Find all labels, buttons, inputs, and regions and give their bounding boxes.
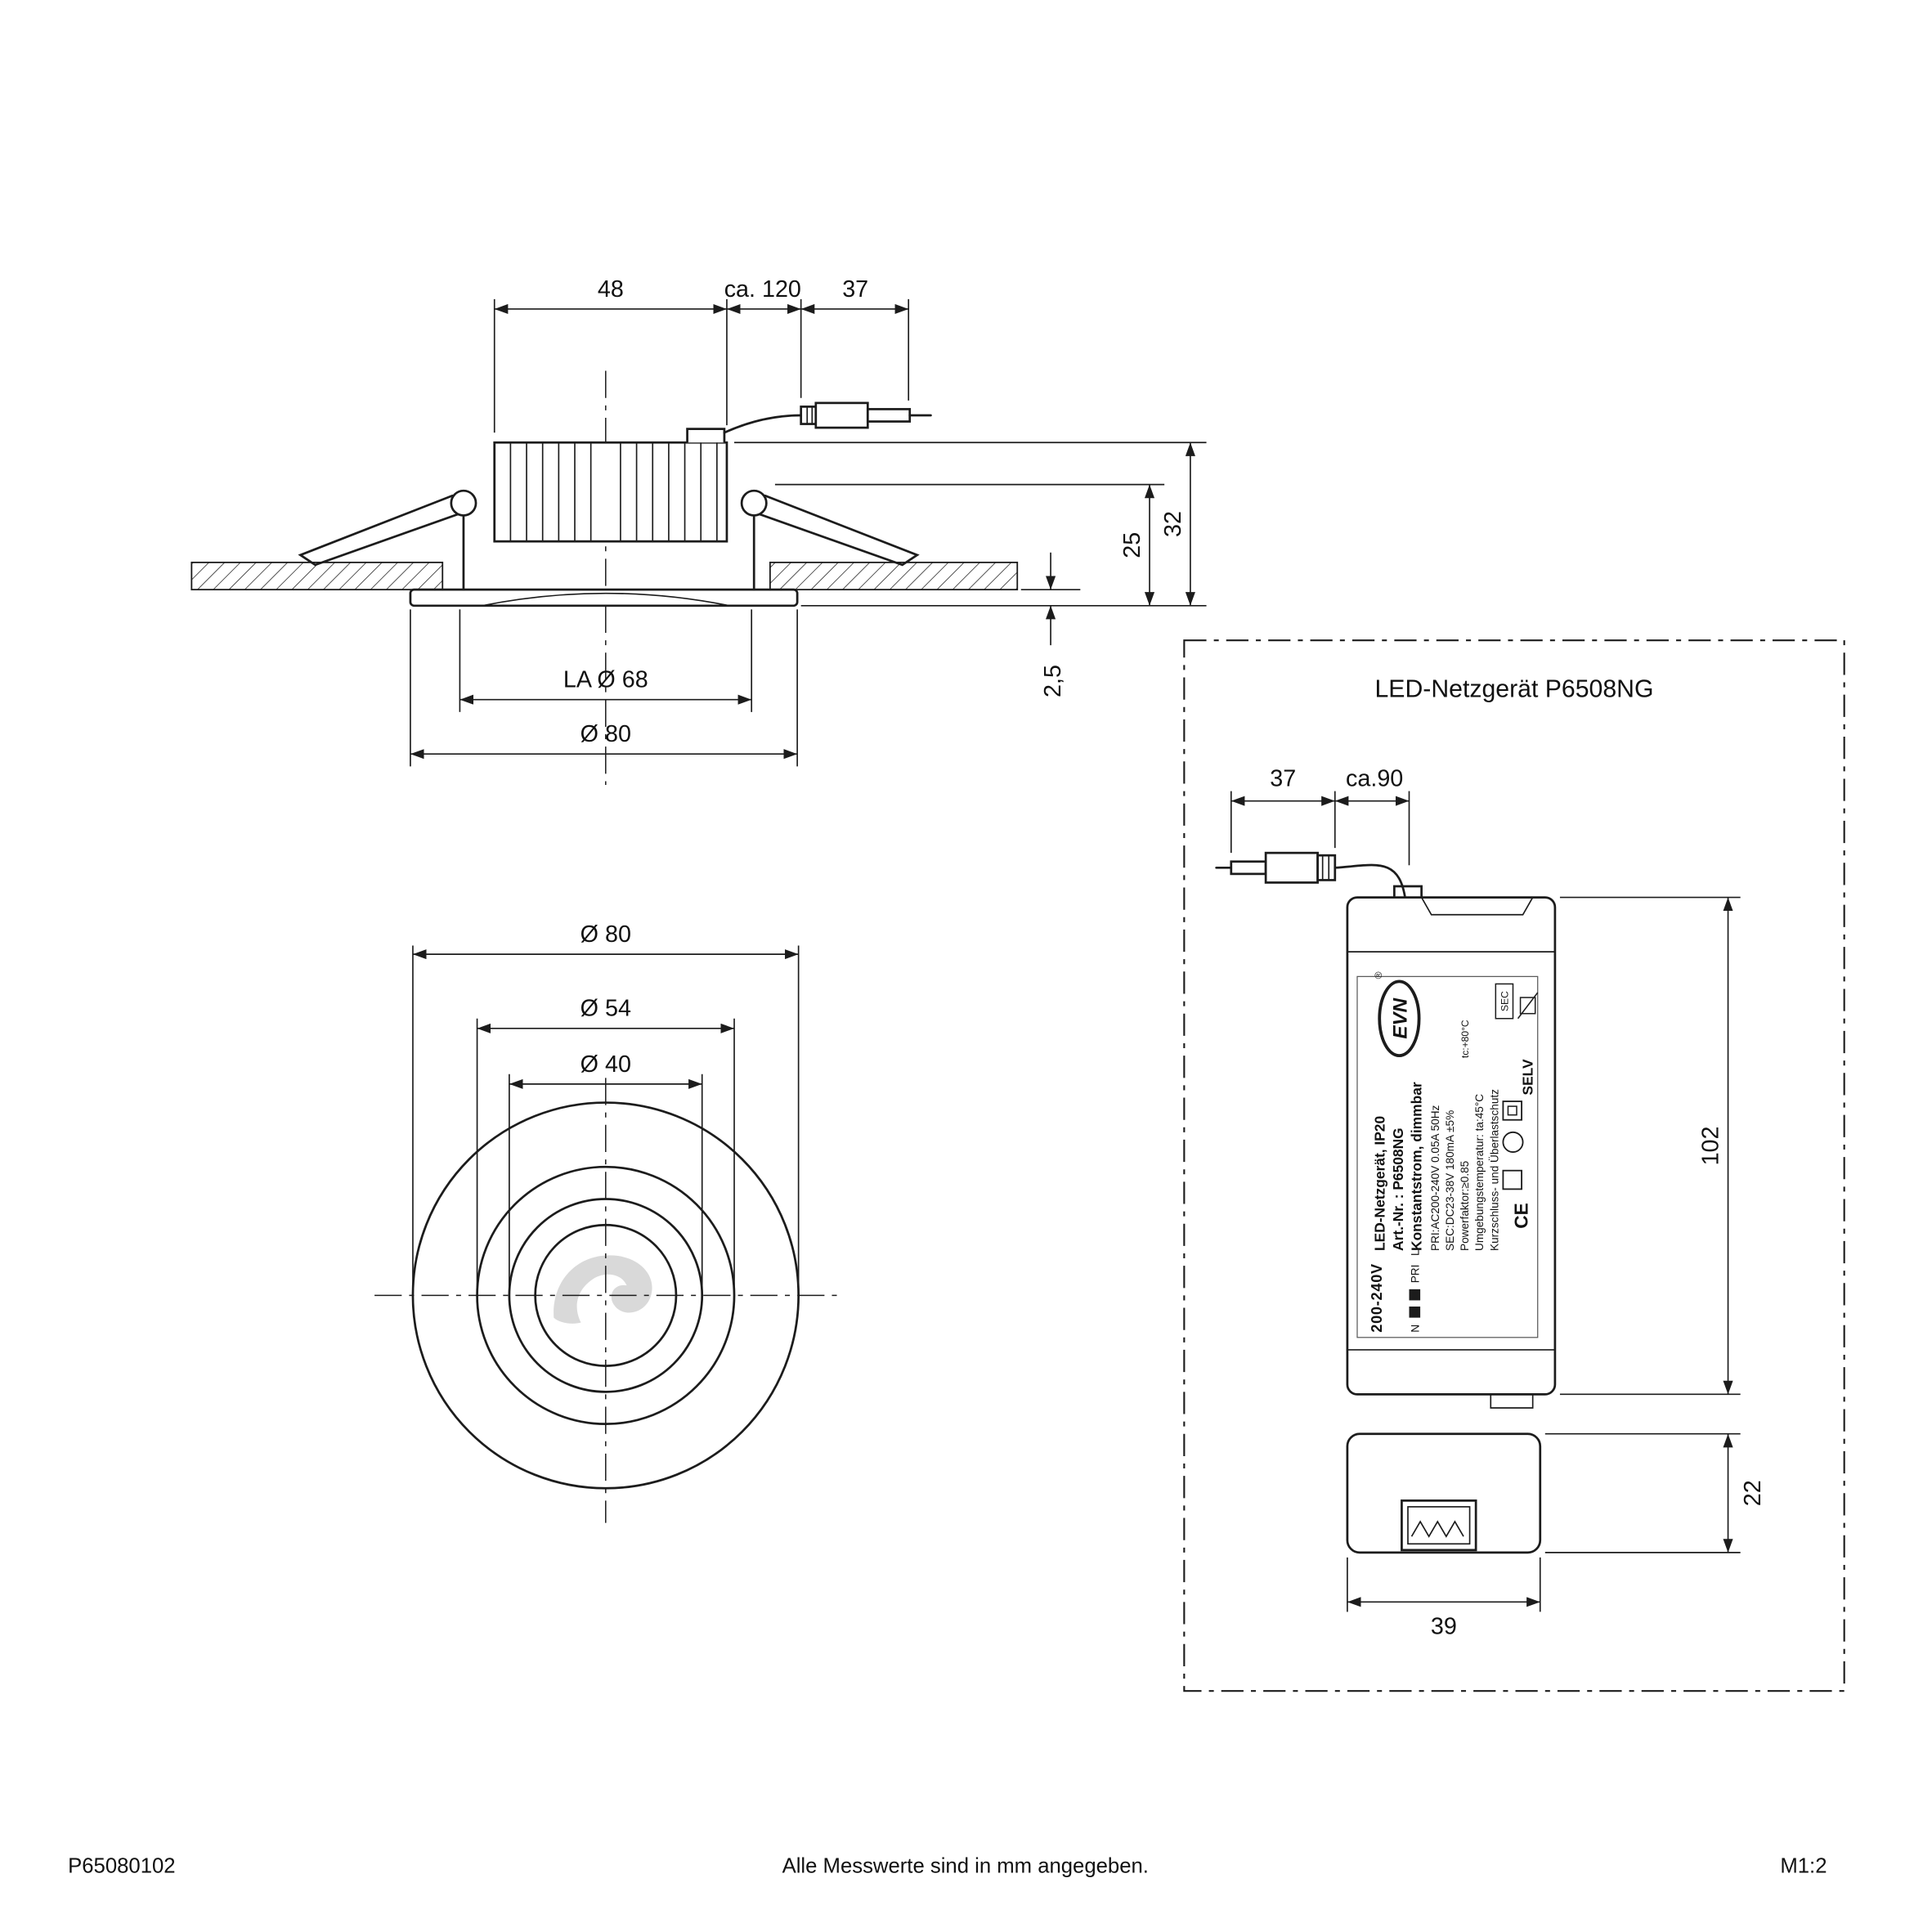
trim-flange: [409, 588, 799, 607]
heatsink-fins: [509, 442, 718, 542]
side-view-dims-right: 25 32 2,5: [734, 442, 1207, 697]
top-tab: [1420, 897, 1534, 916]
dim-outer-diameter: Ø 80: [580, 721, 631, 747]
terminal-n: N: [1410, 1325, 1422, 1333]
dim-recess-depth: 25: [1119, 532, 1145, 558]
label-voltage: 200-240V: [1369, 1263, 1385, 1333]
registered-mark: ®: [1373, 971, 1384, 979]
spring-pivot-right: [740, 489, 768, 517]
class2-inner-icon: [1507, 1105, 1517, 1116]
dim-front-outer: Ø 80: [580, 921, 631, 948]
terminal-pri: PRI: [1410, 1265, 1422, 1284]
front-view-dims: Ø 80 Ø 54 Ø 40: [412, 921, 800, 1289]
drawing-scale: M1:2: [1780, 1854, 1827, 1877]
dim-front-inner: Ø 40: [580, 1051, 631, 1078]
terminal-block: [1401, 1499, 1477, 1552]
ce-mark: CE: [1511, 1203, 1532, 1228]
units-note: Alle Messwerte sind in mm angegeben.: [782, 1854, 1149, 1877]
terminal-zigzag: [1410, 1520, 1464, 1538]
label-line4: PRI:AC200-240V 0.05A 50Hz: [1429, 1105, 1441, 1251]
side-view-dims-top: 48 ca. 120 37: [493, 276, 910, 433]
footer: P65080102 Alle Messwerte sind in mm ange…: [68, 1854, 1827, 1877]
dim-psu-depth: 22: [1740, 1480, 1766, 1506]
plug-tip: [866, 408, 912, 423]
mounting-springs: [298, 489, 920, 591]
approval-square-icon: [1502, 1169, 1522, 1190]
doc-number: P65080102: [68, 1854, 175, 1877]
psu-body-side: [1346, 1432, 1542, 1554]
plug-barrel: [1264, 851, 1319, 884]
weee-bin-icon: [1517, 992, 1539, 1020]
evn-logo: [1378, 979, 1421, 1057]
terminal-square-icon: [1409, 1307, 1421, 1318]
sec-label: SEC: [1499, 991, 1510, 1011]
dim-cable-length: ca. 120: [724, 276, 801, 303]
dim-body-width: 48: [598, 276, 624, 303]
dim-flange-height: 2,5: [1040, 665, 1066, 697]
cable-gland: [1392, 885, 1423, 899]
class2-icon: [1502, 1100, 1522, 1121]
sec-box: [1495, 983, 1514, 1020]
psu-title: LED-Netzgerät P6508NG: [1375, 676, 1654, 703]
dim-total-height: 32: [1160, 511, 1186, 537]
selv-mark: SELV: [1520, 1059, 1536, 1096]
psu-panel-border: [1183, 639, 1845, 1692]
psu-dim-depth: 22: [1544, 1432, 1766, 1553]
terminal-l: L: [1410, 1249, 1422, 1256]
heatsink: [493, 428, 728, 543]
dim-psu-plug: 37: [1270, 766, 1296, 792]
evn-watermark: [554, 1255, 652, 1324]
plug-crimp: [1316, 854, 1337, 881]
psu-label: LED-Netzgerät, IP20 Art.-Nr. : P6508NG K…: [1369, 971, 1539, 1333]
label-line3: Konstantstrom, dimmbar: [1409, 1082, 1425, 1251]
label-line1: LED-Netzgerät, IP20: [1371, 1116, 1387, 1251]
label-line6: Powerfaktor:≥0.85: [1459, 1161, 1471, 1251]
plug-barrel: [814, 401, 869, 429]
label-line2: Art.-Nr. : P6508NG: [1390, 1127, 1406, 1251]
dim-front-middle: Ø 54: [580, 996, 631, 1022]
dim-psu-length: 102: [1697, 1127, 1724, 1166]
dim-psu-cable: ca.90: [1346, 766, 1403, 792]
bottom-tab: [1490, 1394, 1534, 1409]
luminaire-front-view: Ø 80 Ø 54 Ø 40: [374, 921, 837, 1523]
label-tc: tc:+80°C: [1459, 1020, 1471, 1058]
terminal-square-icon: [1409, 1289, 1421, 1301]
psu-dim-width: 39: [1347, 1557, 1541, 1640]
cable-boss: [686, 428, 726, 443]
label-line5: SEC:DC23-38V 180mA ±5%: [1444, 1110, 1456, 1251]
psu-dims-top: 37 ca.90: [1230, 766, 1410, 866]
dim-plug-length: 37: [842, 276, 868, 303]
evn-logo-text: EVN: [1389, 997, 1411, 1038]
side-view-dims-bottom: LA Ø 68 Ø 80: [410, 609, 798, 767]
dim-psu-width: 39: [1431, 1614, 1457, 1640]
label-line8: Kurzschluss- und Überlastschutz: [1488, 1089, 1500, 1251]
psu-body-front: LED-Netzgerät, IP20 Art.-Nr. : P6508NG K…: [1346, 885, 1557, 1409]
psu-dim-length: 102: [1559, 896, 1741, 1396]
label-line7: Umgebungstemperatur: ta:45°C: [1473, 1094, 1486, 1251]
dim-cutout: LA Ø 68: [563, 667, 648, 693]
plug-tip: [1230, 860, 1267, 876]
ceiling-section: [191, 561, 1019, 591]
plug-crimp: [800, 406, 818, 425]
luminaire-side-view: 48 ca. 120 37 25 32 2,5 LA Ø 68 Ø 80: [191, 276, 1207, 786]
cable-and-plug: [723, 401, 932, 434]
spring-pivot-left: [450, 489, 477, 517]
psu-panel: LED-Netzgerät P6508NG 37 ca.90: [1183, 639, 1845, 1692]
psu-plug: [1215, 851, 1407, 901]
approval-circle-icon: [1502, 1131, 1524, 1153]
